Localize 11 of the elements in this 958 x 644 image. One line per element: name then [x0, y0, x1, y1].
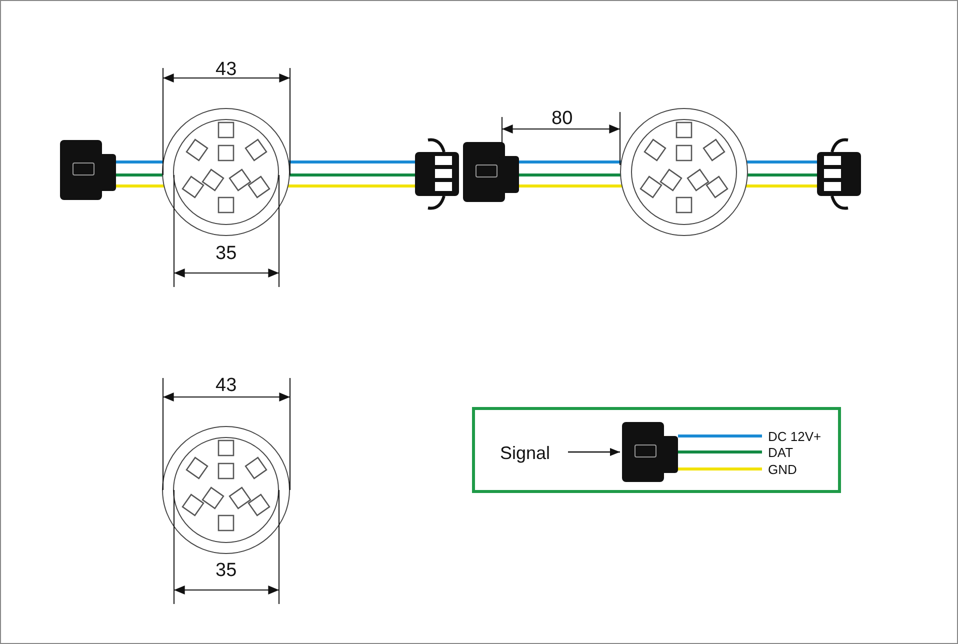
dimension-label: 80 — [552, 108, 573, 128]
arrow — [568, 448, 620, 456]
legend-label: GND — [768, 462, 797, 476]
legend-label: DC 12V+ — [768, 430, 822, 442]
connector-plug-drawing — [622, 422, 678, 482]
dimension-label: 35 — [216, 560, 237, 580]
dimension-label: 43 — [216, 376, 237, 394]
dimension-label: 35 — [216, 244, 237, 262]
legend-label: DAT — [768, 446, 794, 458]
dimension-label: 43 — [216, 60, 237, 78]
signal-label: Signal — [500, 444, 550, 462]
